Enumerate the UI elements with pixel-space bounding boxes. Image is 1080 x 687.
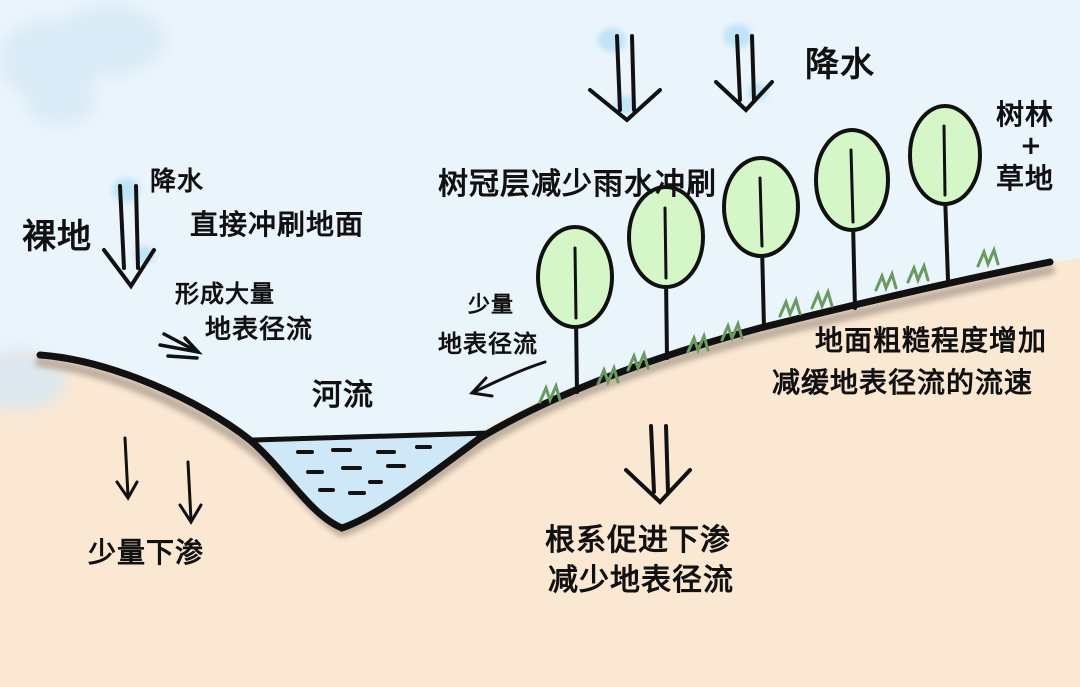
infiltration-arrow-right-icon [624, 424, 692, 505]
label-direct-wash: 直接冲刷地面 [190, 208, 364, 241]
infiltration-arrow-left-2-icon [178, 460, 203, 525]
grass-tuft-icon [686, 331, 710, 355]
label-bare-land: 裸地 [22, 217, 92, 257]
grass-tufts [538, 245, 1000, 405]
label-roots-1: 根系促进下渗 [545, 523, 731, 558]
label-forest-1: 树林 [996, 98, 1054, 131]
tree-5-icon [908, 104, 982, 282]
grass-tuft-icon [810, 287, 834, 311]
label-infiltration-low: 少量下渗 [88, 536, 204, 569]
tree-1-icon [536, 225, 614, 394]
label-rain-right: 降水 [805, 45, 875, 85]
label-runoff-large-1: 形成大量 [175, 280, 275, 308]
rain-arrow-right-2-icon [714, 34, 774, 113]
ground-line [36, 258, 1054, 532]
grass-tuft-icon [874, 269, 898, 293]
label-forest-plus: + [1020, 131, 1043, 161]
grass-tuft-icon [538, 381, 562, 405]
label-roughness-2: 减缓地表径流的流速 [772, 366, 1033, 399]
label-canopy: 树冠层减少雨水冲刷 [438, 167, 717, 202]
sky-background [0, 0, 1080, 438]
rain-glow-right-1 [598, 28, 626, 52]
tree-2-icon [627, 185, 705, 360]
grass-tuft-icon [626, 349, 650, 373]
label-forest-2: 草地 [996, 162, 1054, 195]
tree-4-icon [814, 128, 890, 310]
label-river: 河流 [312, 378, 374, 413]
label-roots-2: 减少地表径流 [548, 563, 734, 598]
ground-shadow [35, 265, 1055, 538]
grass-tuft-icon [596, 363, 620, 387]
label-roughness-1: 地面粗糙程度增加 [815, 324, 1047, 357]
label-runoff-small-2: 地表径流 [438, 330, 538, 358]
label-runoff-small-1: 少量 [467, 293, 514, 318]
rain-arrow-left-icon [102, 184, 156, 290]
rain-arrow-right-1-icon [588, 34, 662, 123]
runoff-arrow-small-icon [468, 360, 547, 398]
label-rain-left: 降水 [150, 167, 204, 197]
river-surface-line [249, 430, 493, 443]
runoff-arrow-large-icon [158, 332, 203, 360]
cloud-left [0, 5, 165, 125]
tree-3-icon [722, 156, 800, 330]
grass-tuft-icon [906, 261, 930, 285]
grass-tuft-icon [976, 245, 1000, 269]
river-waves [296, 445, 432, 495]
grass-tuft-icon [720, 319, 744, 343]
infiltration-arrow-left-1-icon [115, 436, 139, 501]
grass-tuft-icon [778, 295, 802, 319]
label-runoff-large-2: 地表径流 [205, 315, 313, 345]
